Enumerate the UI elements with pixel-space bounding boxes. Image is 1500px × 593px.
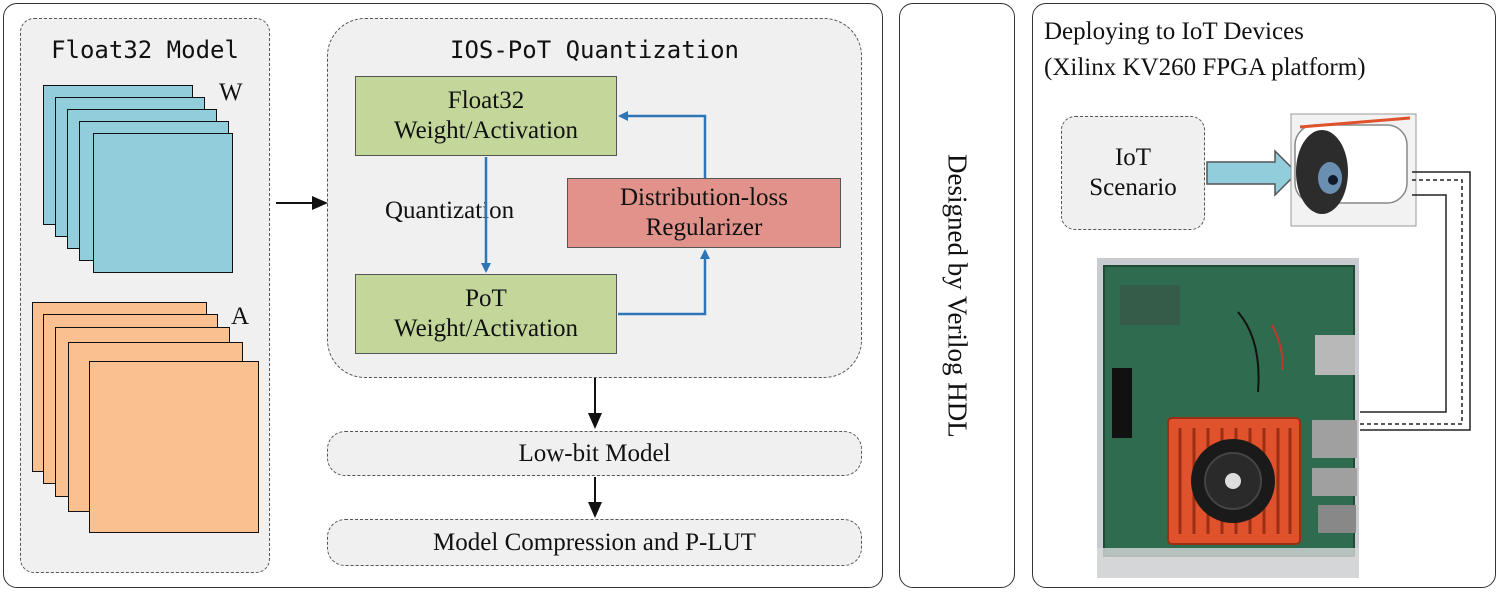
- verilog-label: Designed by Verilog HDL: [942, 153, 973, 438]
- activation-sheet: [89, 361, 259, 533]
- verilog-panel: Designed by Verilog HDL: [899, 3, 1015, 588]
- deploy-title-line1: Deploying to IoT Devices: [1044, 18, 1304, 45]
- float32-model-title: Float32 Model: [51, 36, 239, 64]
- scenario-to-camera-arrow: [1206, 149, 1299, 197]
- weight-sheet: [93, 133, 233, 273]
- quantization-title: IOS-PoT Quantization: [450, 36, 739, 64]
- model-compression-box: Model Compression and P-LUT: [327, 519, 862, 566]
- deploy-title-line2: (Xilinx KV260 FPGA platform): [1044, 54, 1366, 81]
- camera-photo: [1290, 113, 1417, 227]
- iot-scenario-box: IoT Scenario: [1061, 116, 1205, 230]
- activations-label: A: [231, 303, 250, 330]
- arrow-regularizer-to-float32: [618, 111, 707, 178]
- arrow-pot-to-regularizer: [618, 249, 710, 316]
- weights-label: W: [219, 79, 243, 106]
- camera-to-board-cables: [1360, 171, 1471, 431]
- float32-weight-activation-box: Float32 Weight/Activation: [355, 76, 617, 156]
- fpga-board-photo: [1097, 258, 1359, 578]
- pot-weight-activation-box: PoT Weight/Activation: [355, 274, 617, 354]
- distribution-loss-regularizer-box: Distribution-loss Regularizer: [567, 178, 841, 248]
- quantization-label: Quantization: [385, 197, 515, 224]
- low-bit-model-box: Low-bit Model: [327, 431, 862, 476]
